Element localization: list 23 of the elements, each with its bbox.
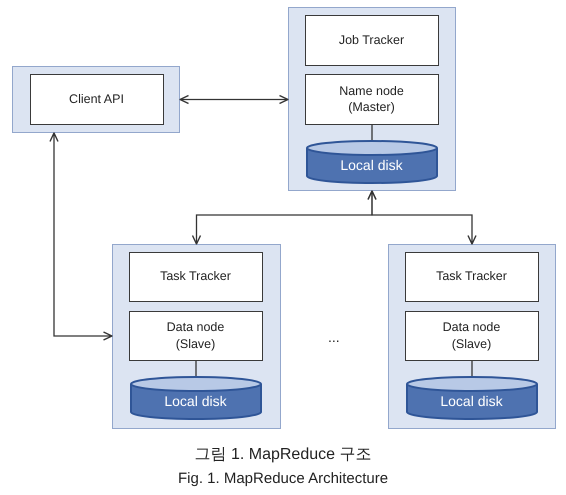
connector-line [471, 361, 473, 376]
server-panel [388, 244, 556, 429]
component-box: Job Tracker [304, 14, 438, 66]
figure-caption: Fig. 1. MapReduce Architecture [178, 470, 388, 488]
component-box: Name node (Master) [304, 74, 438, 124]
component-box: Client API [30, 74, 164, 124]
disk-cylinder: Local disk [404, 376, 538, 420]
server-panel [12, 66, 180, 133]
disk-cylinder: Local disk [128, 376, 262, 420]
server-panel [112, 244, 281, 429]
figure-caption: 그림 1. MapReduce 구조 [194, 445, 372, 464]
component-box: Data node (Slave) [128, 310, 262, 360]
component-box: Data node (Slave) [404, 310, 538, 360]
arrow [367, 190, 477, 245]
component-box: Task Tracker [128, 252, 262, 302]
connector-line [195, 361, 197, 376]
component-box: Task Tracker [404, 252, 538, 302]
disk-cylinder: Local disk [304, 140, 438, 184]
ellipsis: ... [328, 329, 340, 346]
connector-line [371, 125, 373, 140]
server-panel [288, 7, 456, 191]
arrow [49, 132, 113, 341]
arrow [179, 94, 289, 104]
